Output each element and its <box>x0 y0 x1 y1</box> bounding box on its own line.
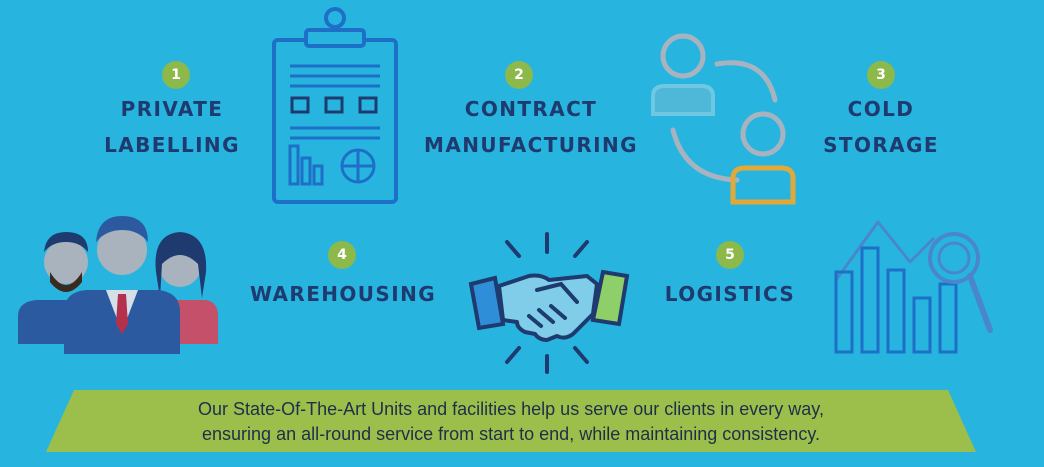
banner-line-1: Our State-Of-The-Art Units and facilitie… <box>198 399 824 419</box>
growth-chart-icon <box>834 220 993 354</box>
step-3-badge: 3 <box>867 61 895 89</box>
service-3-line2: STORAGE <box>823 133 939 157</box>
service-1-line1: PRIVATE <box>120 97 224 121</box>
clipboard-icon <box>272 7 398 204</box>
service-4-line1: WAREHOUSING <box>249 282 437 306</box>
service-contract-manufacturing: CONTRACT MANUFACTURING <box>420 91 642 163</box>
banner-text: Our State-Of-The-Art Units and facilitie… <box>46 397 976 447</box>
banner-line-2: ensuring an all-round service from start… <box>202 424 820 444</box>
service-2-line1: CONTRACT <box>464 97 598 121</box>
banner-background <box>46 390 976 452</box>
step-5-badge: 5 <box>716 241 744 269</box>
service-warehousing: WAREHOUSING <box>244 276 442 312</box>
step-1-badge: 1 <box>162 61 190 89</box>
service-cold-storage: COLD STORAGE <box>801 91 961 163</box>
step-4-badge: 4 <box>328 241 356 269</box>
service-3-line1: COLD <box>847 97 915 121</box>
service-2-line2: MANUFACTURING <box>424 133 638 157</box>
service-1-line2: LABELLING <box>104 133 240 157</box>
handshake-icon <box>468 232 630 374</box>
service-5-line1: LOGISTICS <box>664 282 796 306</box>
people-exchange-icon <box>651 33 796 205</box>
step-2-badge: 2 <box>505 61 533 89</box>
team-icon <box>18 216 218 354</box>
service-logistics: LOGISTICS <box>654 276 806 312</box>
summary-banner: Our State-Of-The-Art Units and facilitie… <box>46 390 976 452</box>
service-private-labelling: PRIVATE LABELLING <box>92 91 252 163</box>
